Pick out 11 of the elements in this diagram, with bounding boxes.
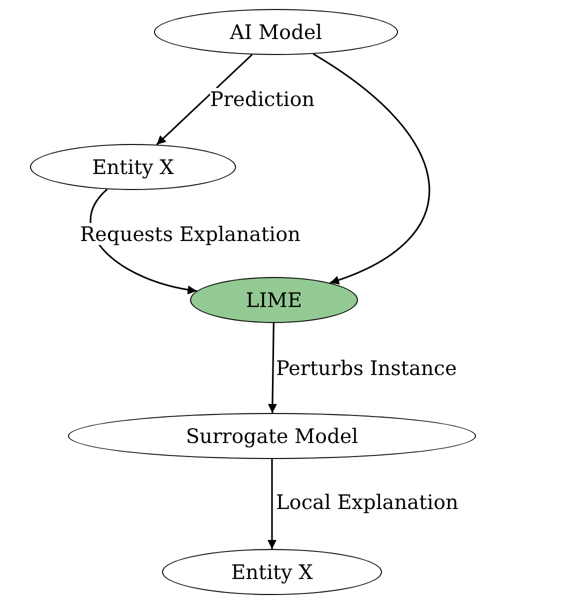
arrow <box>268 322 277 414</box>
node-label: Entity X <box>92 155 174 179</box>
arrow <box>268 459 276 549</box>
node-label: Surrogate Model <box>186 424 358 448</box>
node-label: AI Model <box>230 20 322 44</box>
node-label: Entity X <box>231 560 313 584</box>
edge-label: Local Explanation <box>276 491 458 513</box>
arrow <box>156 54 253 146</box>
node-label: LIME <box>246 288 302 312</box>
arrow <box>312 53 430 284</box>
edge-label: Requests Explanation <box>80 223 300 245</box>
